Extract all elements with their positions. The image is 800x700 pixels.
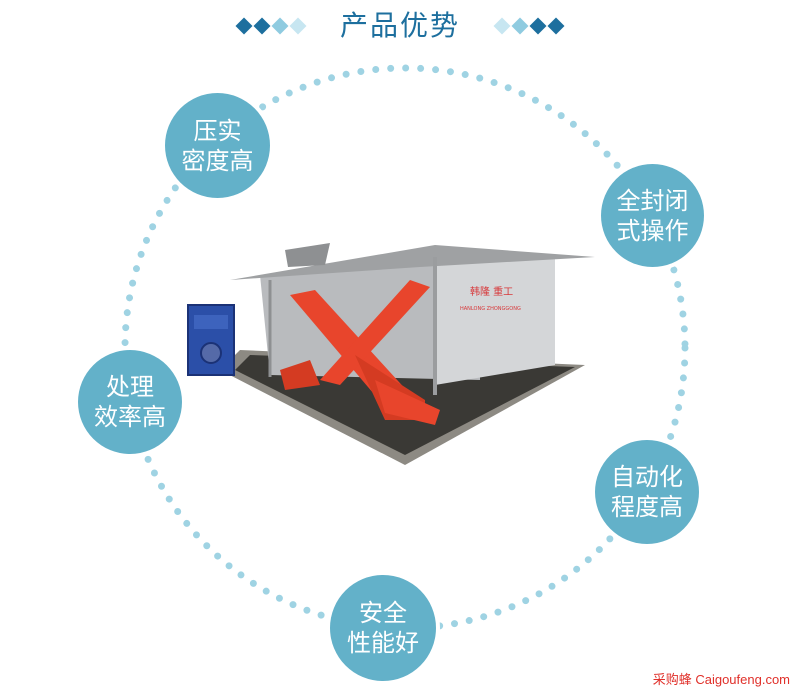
product-photo: 韩隆 重工 HANLONG ZHONGGONG xyxy=(187,243,595,465)
watermark: 采购蜂 Caigoufeng.com xyxy=(652,672,790,687)
brand-sublabel: HANLONG ZHONGGONG xyxy=(460,306,521,312)
title-bar: 产品优势 xyxy=(0,8,800,48)
feature-line: 程度高 xyxy=(611,493,683,521)
feature-line: 全封闭 xyxy=(616,186,689,215)
feature-badge-enclosed: 全封闭 式操作 xyxy=(601,164,704,267)
feature-line: 性能好 xyxy=(347,629,419,657)
feature-badge-safety: 安全 性能好 xyxy=(330,575,436,681)
page-title: 产品优势 xyxy=(339,9,460,42)
feature-badge-efficiency: 处理 效率高 xyxy=(78,350,182,454)
feature-line: 安全 xyxy=(359,599,407,627)
feature-line: 压实 xyxy=(193,116,242,145)
brand-label: 韩隆 重工 xyxy=(470,285,513,298)
feature-line: 式操作 xyxy=(616,216,689,245)
feature-line: 密度高 xyxy=(181,146,254,175)
feature-line: 自动化 xyxy=(611,463,683,491)
feature-line: 效率高 xyxy=(94,403,166,431)
feature-line: 处理 xyxy=(106,373,154,401)
feature-badge-automation: 自动化 程度高 xyxy=(595,440,699,544)
feature-badge-compaction: 压实 密度高 xyxy=(165,93,270,198)
